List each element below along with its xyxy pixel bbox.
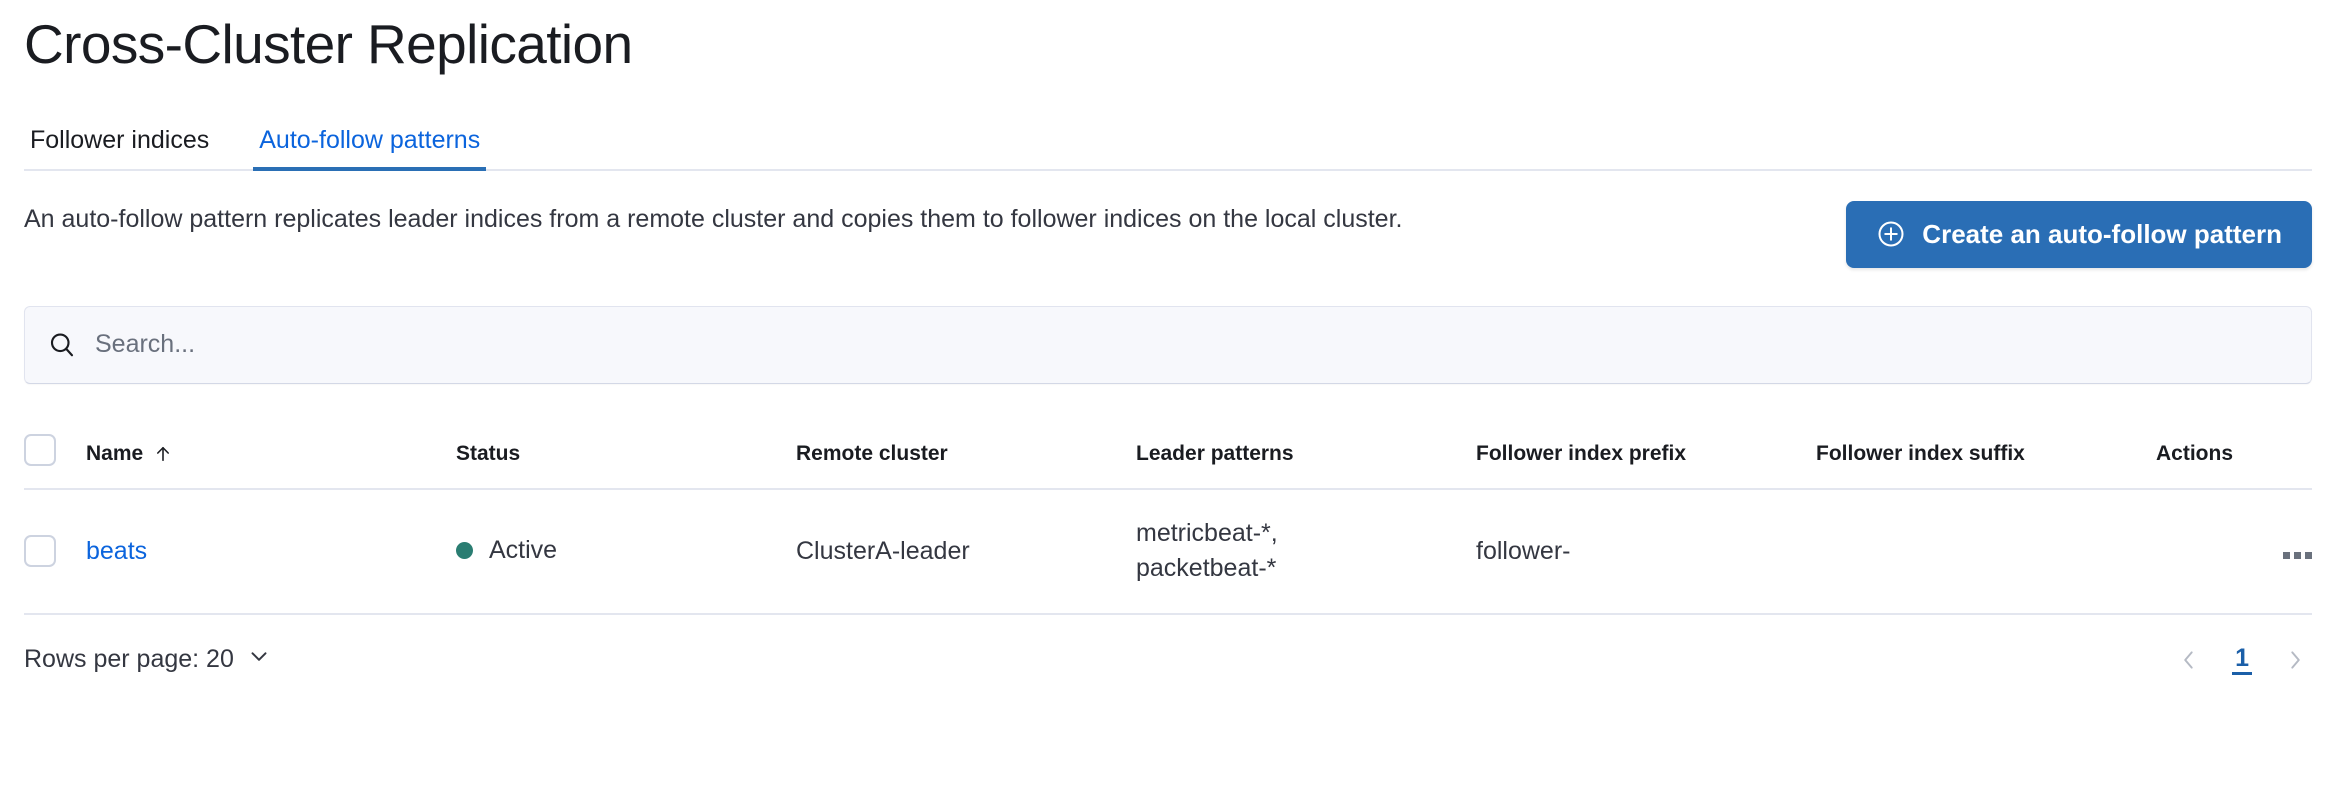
cell-follower-index-suffix <box>1816 488 2156 615</box>
column-header-follower-index-suffix[interactable]: Follower index suffix <box>1816 419 2156 490</box>
cell-remote-cluster: ClusterA-leader <box>796 488 1136 615</box>
create-auto-follow-pattern-button[interactable]: Create an auto-follow pattern <box>1846 200 2312 268</box>
page-title: Cross-Cluster Replication <box>24 13 633 75</box>
rows-per-page-label: Rows per page: 20 <box>24 645 234 673</box>
chevron-right-icon[interactable] <box>2278 643 2312 677</box>
row-checkbox[interactable] <box>24 535 56 567</box>
tab-follower-indices-label: Follower indices <box>30 125 210 154</box>
search-input[interactable]: Search... <box>95 330 196 358</box>
status-badge: Active <box>489 536 558 564</box>
chevron-left-icon[interactable] <box>2172 643 2206 677</box>
cell-actions <box>2156 488 2312 615</box>
column-header-follower-index-prefix[interactable]: Follower index prefix <box>1476 419 1816 490</box>
column-header-name[interactable]: Name <box>86 419 456 490</box>
rows-per-page-selector[interactable]: Rows per page: 20 <box>24 643 272 676</box>
cell-follower-index-prefix: follower- <box>1476 488 1816 615</box>
tab-auto-follow-patterns[interactable]: Auto-follow patterns <box>253 125 487 171</box>
status-dot-icon <box>456 542 473 559</box>
select-all-header <box>24 419 86 490</box>
tab-auto-follow-patterns-label: Auto-follow patterns <box>259 125 481 154</box>
pattern-name-link[interactable]: beats <box>86 536 148 565</box>
intro-row: An auto-follow pattern replicates leader… <box>24 200 2312 268</box>
page-description: An auto-follow pattern replicates leader… <box>24 204 1403 233</box>
pagination: 1 <box>2172 643 2312 677</box>
pagination-page-1[interactable]: 1 <box>2232 644 2252 676</box>
table-row: beats Active ClusterA-leader metricbeat-… <box>24 488 2312 615</box>
leader-pattern-item: packetbeat-* <box>1136 554 1277 582</box>
leader-pattern-item: metricbeat-*, <box>1136 518 1278 547</box>
column-header-status[interactable]: Status <box>456 419 796 490</box>
cell-leader-patterns: metricbeat-*, packetbeat-* <box>1136 488 1476 615</box>
column-header-remote-cluster[interactable]: Remote cluster <box>796 419 1136 490</box>
tab-follower-indices[interactable]: Follower indices <box>24 125 215 169</box>
arrow-up-icon <box>153 444 173 464</box>
plus-in-circle-icon <box>1876 219 1906 249</box>
cell-name: beats <box>86 488 456 615</box>
table-header-row: Name Status Remote cluster Leader patter… <box>24 419 2312 490</box>
search-bar[interactable]: Search... <box>24 305 2312 384</box>
row-select-cell <box>24 488 86 615</box>
ellipsis-horizontal-icon[interactable] <box>2283 551 2312 559</box>
column-header-leader-patterns[interactable]: Leader patterns <box>1136 419 1476 490</box>
column-header-name-label: Name <box>86 441 144 465</box>
column-header-actions: Actions <box>2156 419 2312 490</box>
search-icon <box>47 330 77 360</box>
tab-bar: Follower indices Auto-follow patterns <box>24 111 2312 171</box>
chevron-down-icon <box>246 643 272 676</box>
select-all-checkbox[interactable] <box>24 433 56 466</box>
table-footer: Rows per page: 20 1 <box>24 643 2312 677</box>
cell-status: Active <box>456 488 796 615</box>
auto-follow-patterns-table: Name Status Remote cluster Leader patter… <box>24 419 2312 615</box>
create-button-label: Create an auto-follow pattern <box>1922 218 2282 249</box>
